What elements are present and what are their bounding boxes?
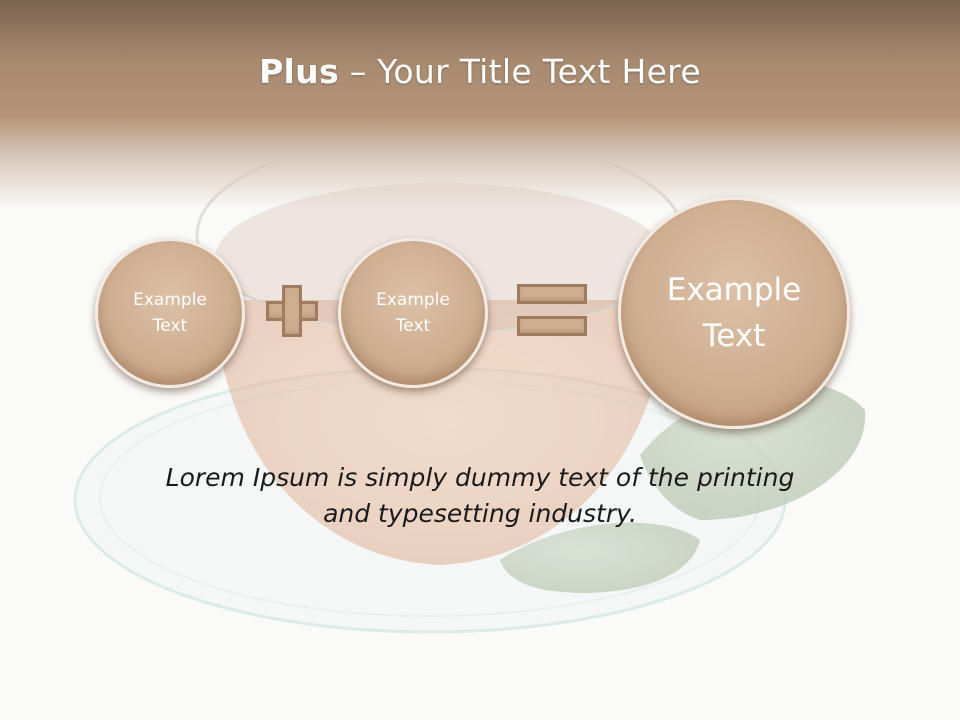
- slide-title: Plus – Your Title Text Here: [0, 52, 960, 91]
- equals-icon: [517, 284, 589, 340]
- body-text: Lorem Ipsum is simply dummy text of the …: [165, 463, 795, 529]
- example-circle-2: Example Text: [338, 238, 488, 388]
- plus-icon: [266, 285, 318, 337]
- circle-3-label: Example Text: [666, 271, 802, 355]
- header-band: [0, 0, 960, 210]
- title-bold-part: Plus: [259, 52, 339, 91]
- example-circle-result: Example Text: [618, 197, 850, 429]
- title-rest: – Your Title Text Here: [338, 52, 701, 91]
- cup-body: [215, 300, 668, 565]
- example-circle-1: Example Text: [95, 238, 245, 388]
- circle-1-label: Example Text: [133, 289, 207, 336]
- circle-2-label: Example Text: [376, 289, 450, 336]
